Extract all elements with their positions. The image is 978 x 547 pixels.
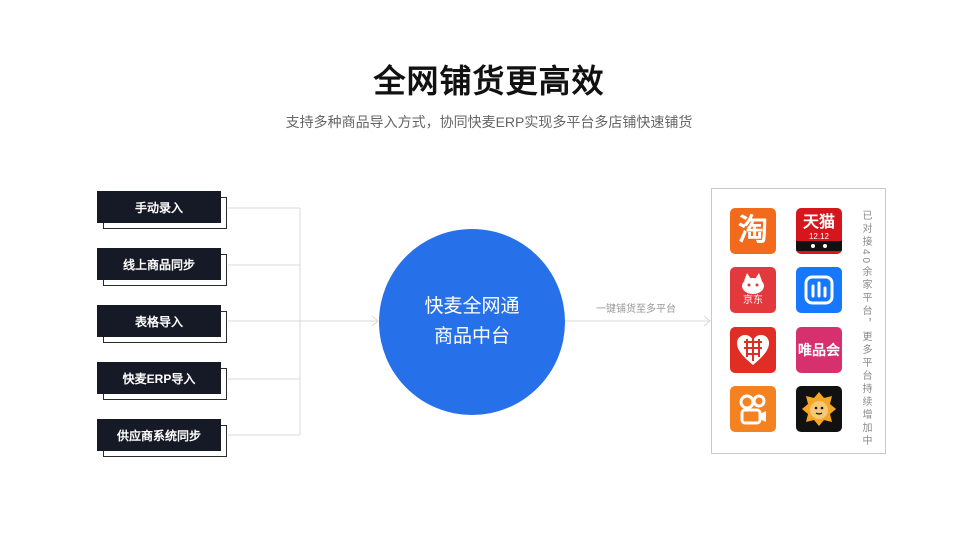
source-label: 线上商品同步 — [97, 248, 221, 280]
arrow-to-platforms — [703, 315, 711, 327]
source-spreadsheet-import: 表格导入 — [97, 305, 227, 343]
dingtalk-icon — [796, 267, 842, 313]
tmall-icon: 天猫 12.12 — [796, 208, 842, 254]
pinduoduo-icon — [730, 327, 776, 373]
page-subtitle: 支持多种商品导入方式，协同快麦ERP实现多平台多店铺快速铺货 — [285, 114, 693, 130]
connector-label: 一键铺货至多平台 — [596, 304, 676, 315]
source-erp-import: 快麦ERP导入 — [97, 362, 227, 400]
jd-dog-mascot — [742, 273, 764, 294]
hub-circle: 快麦全网通 商品中台 — [379, 229, 565, 415]
tmall-cat-face — [796, 240, 842, 251]
heart-logo — [737, 335, 769, 365]
platform-note: 已对接40余家平台，更多平台持续增加中 — [860, 210, 871, 449]
source-label: 快麦ERP导入 — [97, 362, 221, 394]
source-online-sync: 线上商品同步 — [97, 248, 227, 286]
source-label: 表格导入 — [97, 305, 221, 337]
hub-title: 快麦全网通 — [424, 296, 520, 317]
camera-logo — [739, 394, 766, 425]
platform-panel — [711, 188, 886, 454]
logo-glyph — [804, 275, 834, 305]
lion-logo — [802, 392, 836, 426]
source-label: 供应商系统同步 — [97, 419, 221, 451]
hub-subtitle: 商品中台 — [433, 326, 510, 347]
kuaishou-icon — [730, 386, 776, 432]
arrow-to-hub — [371, 315, 379, 327]
jd-icon: 京东 — [730, 267, 776, 313]
source-manual-entry: 手动录入 — [97, 191, 227, 229]
source-supplier-sync: 供应商系统同步 — [97, 419, 227, 457]
page-title: 全网铺货更高效 — [373, 63, 605, 99]
suning-icon — [796, 386, 842, 432]
vipshop-icon: 唯品会 — [796, 327, 842, 373]
source-label: 手动录入 — [97, 191, 221, 223]
taobao-icon: 淘 — [730, 208, 776, 254]
